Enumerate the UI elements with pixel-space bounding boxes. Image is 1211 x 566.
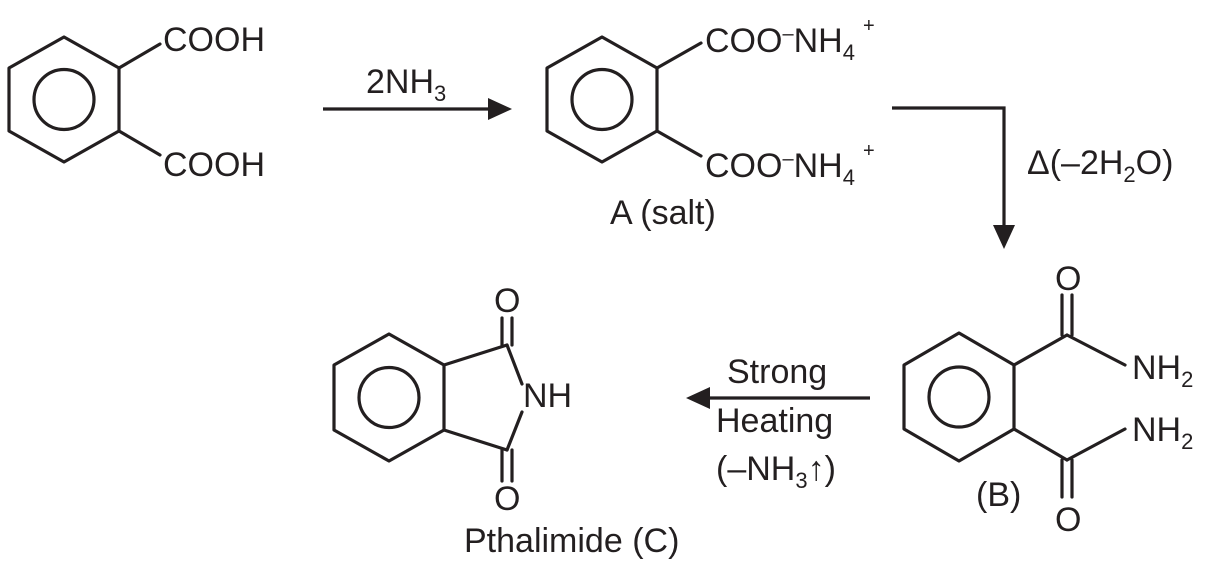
arrow-head	[993, 225, 1015, 249]
bond-ring-carbonyl-top	[1012, 333, 1069, 367]
bond-bottom	[117, 129, 162, 157]
bond-c-n-top	[1065, 333, 1127, 367]
bond-ring-carbonyl-bottom	[1012, 427, 1069, 462]
benzene-ring	[332, 332, 446, 463]
carboxylate-top-label: COO–NH4	[705, 22, 855, 65]
carboxylate-bottom-label: COO–NH4	[705, 147, 855, 190]
bond-c-n-bottom	[1065, 427, 1127, 462]
phthalimide-molecule: O O NH Pthalimide (C)	[332, 282, 679, 560]
phthalamide-molecule: O NH2 O NH2 (B)	[902, 260, 1193, 539]
arrow-shaft	[892, 106, 1006, 228]
bond-top	[117, 42, 162, 70]
condition-strong-label: Strong	[727, 353, 827, 391]
salt-caption: A (salt)	[610, 194, 716, 232]
phthalic-acid-molecule: COOH COOH	[7, 21, 265, 184]
condition-ammonia-loss-label: (–NH3↑)	[716, 450, 836, 493]
reagent-ammonia-label: 2NH3	[366, 63, 446, 106]
cooh-bottom-label: COOH	[163, 146, 265, 184]
product-caption: Pthalimide (C)	[464, 522, 679, 560]
oxygen-top-label: O	[1055, 260, 1081, 298]
amine-top-label: NH2	[1132, 349, 1193, 392]
bond-ring-carbonyl-bottom	[442, 428, 509, 452]
bond-ring-carbonyl-top	[442, 343, 509, 367]
condition-heating-label: Heating	[716, 402, 833, 440]
bond-bottom	[655, 129, 703, 158]
oxygen-bottom-label: O	[494, 480, 520, 518]
arrow-head	[686, 387, 710, 409]
aromatic-circle	[357, 365, 421, 430]
bond-carbonyl-n-top	[505, 343, 524, 386]
ammonium-bottom-charge: +	[863, 140, 875, 162]
ammonium-top-charge: +	[863, 15, 875, 37]
benzene-ring	[545, 35, 659, 164]
aromatic-circle	[570, 67, 634, 132]
cooh-top-label: COOH	[163, 21, 265, 59]
amide-caption: (B)	[976, 476, 1021, 514]
amine-bottom-label: NH2	[1132, 411, 1193, 454]
bond-carbonyl-n-bottom	[505, 410, 524, 452]
arrow-step-1: 2NH3	[323, 63, 512, 120]
benzene-ring	[902, 331, 1016, 463]
aromatic-circle	[927, 365, 991, 429]
heat-dehydration-label: Δ(–2H2O)	[1027, 144, 1173, 187]
aromatic-circle	[32, 67, 96, 132]
bond-top	[655, 41, 703, 70]
imide-nh-label: NH	[523, 377, 572, 415]
oxygen-top-label: O	[494, 282, 520, 320]
ammonium-phthalate-molecule: COO–NH4 + COO–NH4 + A (salt)	[545, 15, 875, 232]
arrow-head	[488, 98, 512, 120]
oxygen-bottom-label: O	[1055, 501, 1081, 539]
arrow-step-2: Δ(–2H2O)	[892, 106, 1173, 249]
arrow-step-3: Strong Heating (–NH3↑)	[686, 353, 870, 493]
benzene-ring	[7, 35, 121, 164]
